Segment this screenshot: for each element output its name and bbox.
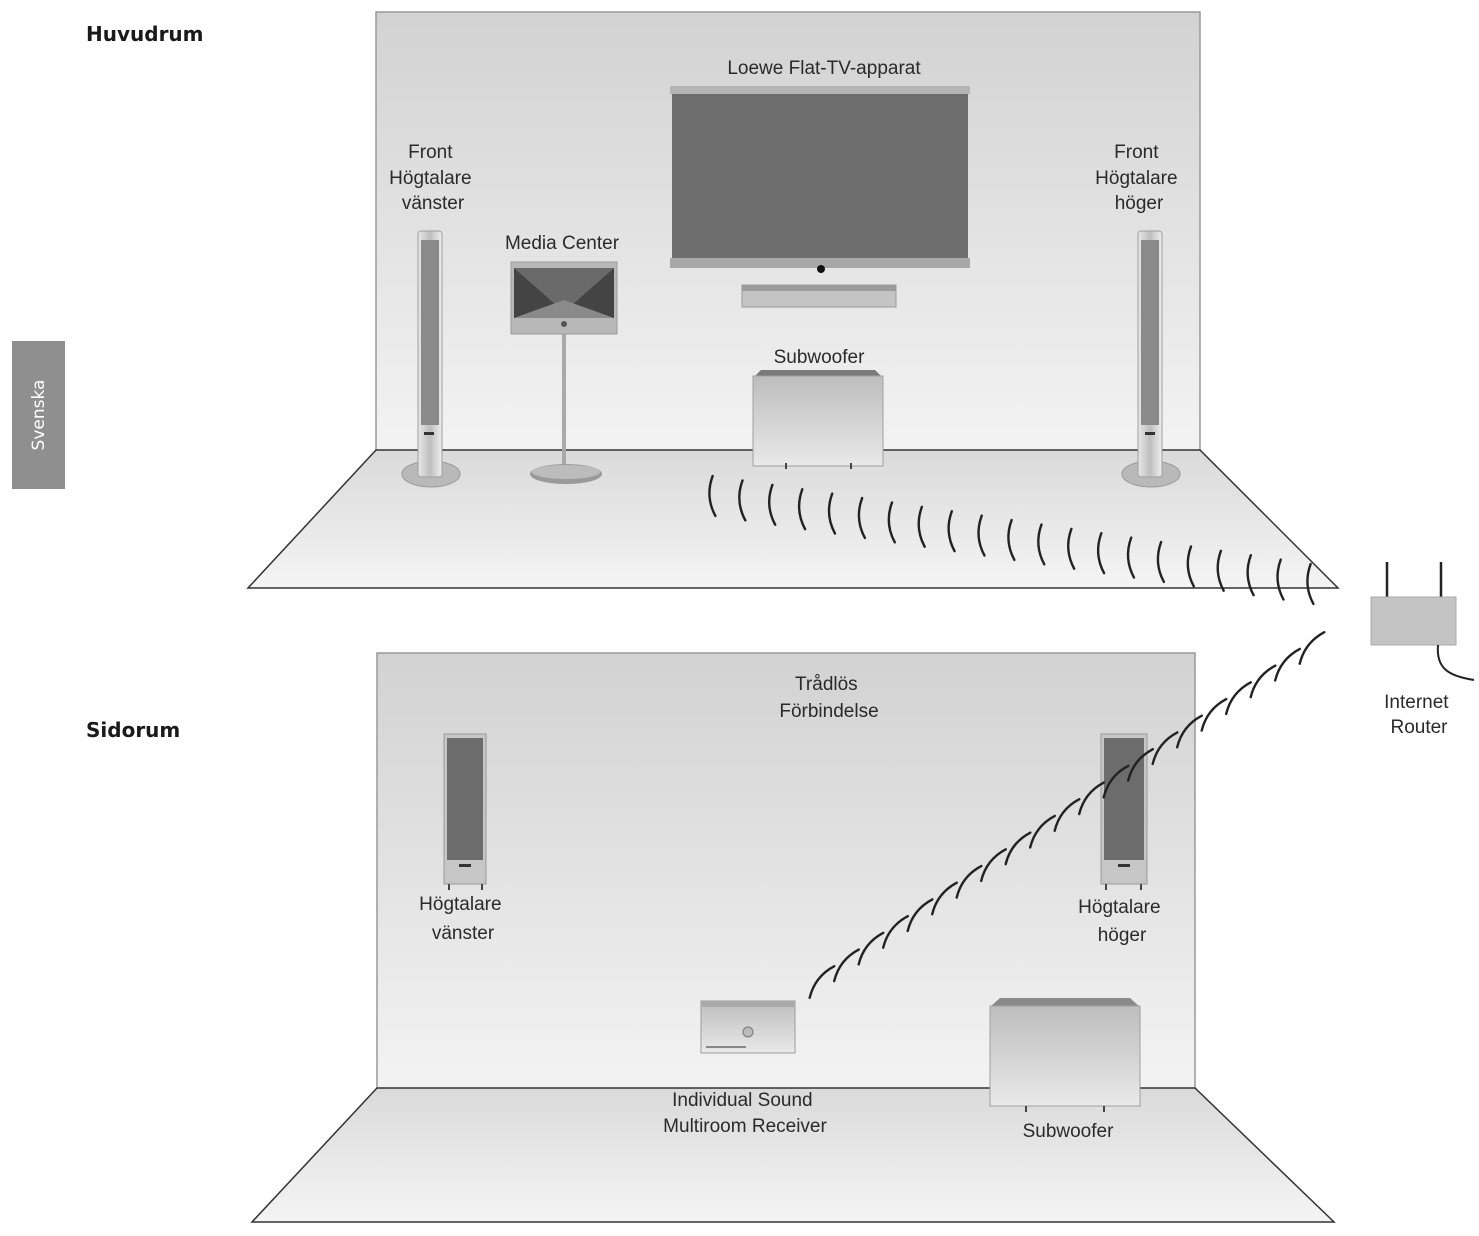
wave-arc bbox=[1126, 536, 1136, 579]
wave-arc bbox=[1053, 798, 1081, 832]
wave-arc bbox=[1126, 747, 1155, 782]
front-left-speaker bbox=[401, 230, 461, 488]
wave-arc bbox=[808, 965, 836, 999]
wave-arc bbox=[1273, 647, 1302, 682]
wave-arc bbox=[1096, 532, 1106, 575]
wave-arc bbox=[930, 881, 959, 916]
label-wireless: Trådlös Förbindelse bbox=[779, 674, 878, 722]
label-receiver: Individual Sound Multiroom Receiver bbox=[663, 1090, 827, 1137]
wave-arc bbox=[917, 505, 926, 548]
wave-arc bbox=[708, 474, 717, 518]
wave-arc bbox=[1028, 814, 1057, 849]
language-tab: Svenska bbox=[12, 341, 65, 489]
wave-arc bbox=[1067, 527, 1076, 570]
wave-arc bbox=[955, 864, 983, 899]
wave-arc bbox=[947, 510, 956, 553]
multiroom-receiver bbox=[700, 1000, 796, 1054]
wave-arc bbox=[1175, 714, 1204, 749]
wave-arc bbox=[1102, 764, 1130, 799]
side-room-floor bbox=[250, 1087, 1336, 1223]
wave-arc bbox=[832, 948, 861, 983]
wave-arc bbox=[1298, 631, 1326, 665]
main-room: Loewe Flat-TV-apparat Front Högtalare vä… bbox=[246, 11, 1340, 589]
label-tv: Loewe Flat-TV-apparat bbox=[727, 58, 921, 79]
side-room: Trådlös Förbindelse Högtalare vänster Hö… bbox=[250, 652, 1336, 1223]
side-left-speaker bbox=[443, 733, 487, 890]
wave-arc bbox=[979, 848, 1008, 883]
wave-arc bbox=[1007, 518, 1016, 562]
main-room-floor bbox=[246, 449, 1340, 589]
wave-arc bbox=[1224, 681, 1253, 716]
wireless-waves-main bbox=[708, 474, 1315, 606]
side-subwoofer bbox=[989, 998, 1141, 1112]
wave-arc bbox=[881, 914, 910, 949]
wave-arc bbox=[1200, 697, 1228, 732]
wave-arc bbox=[1156, 540, 1166, 584]
side-room-title: Sidorum bbox=[86, 718, 181, 742]
label-side-right: Högtalare höger bbox=[1078, 897, 1166, 946]
wave-arc bbox=[857, 931, 885, 966]
language-tab-label: Svenska bbox=[28, 379, 49, 451]
wave-arc bbox=[738, 479, 747, 522]
main-room-title: Huvudrum bbox=[86, 22, 204, 46]
label-side-left: Högtalare vänster bbox=[419, 894, 507, 944]
wave-arc bbox=[906, 898, 934, 933]
label-main-subwoofer: Subwoofer bbox=[774, 347, 866, 368]
wave-arc bbox=[1246, 554, 1255, 597]
front-right-speaker bbox=[1121, 230, 1181, 488]
wave-arc bbox=[1151, 731, 1179, 766]
tv bbox=[670, 86, 970, 308]
internet-router: Internet Router bbox=[1370, 562, 1475, 738]
label-media-center: Media Center bbox=[505, 233, 620, 254]
wave-arc bbox=[1306, 562, 1315, 606]
wave-arc bbox=[857, 496, 867, 540]
main-subwoofer bbox=[752, 370, 884, 469]
wave-arc bbox=[827, 492, 837, 535]
media-center bbox=[510, 261, 618, 484]
wave-arc bbox=[1004, 831, 1032, 866]
wave-arc bbox=[1249, 664, 1277, 699]
wave-arc bbox=[1037, 523, 1046, 566]
wave-arc bbox=[797, 488, 807, 531]
label-front-right: Front Högtalare höger bbox=[1095, 142, 1183, 214]
wave-arc bbox=[887, 501, 896, 544]
wave-arc bbox=[768, 483, 777, 526]
wave-arc bbox=[1216, 549, 1225, 592]
wave-arc bbox=[1077, 781, 1106, 816]
label-side-subwoofer: Subwoofer bbox=[1023, 1121, 1115, 1142]
wireless-waves-side bbox=[808, 631, 1326, 999]
label-front-left: Front Högtalare vänster bbox=[389, 142, 477, 214]
wave-arc bbox=[1276, 558, 1285, 601]
label-router: Internet Router bbox=[1384, 692, 1454, 738]
wave-arc bbox=[977, 514, 986, 557]
wave-arc bbox=[1186, 545, 1195, 588]
